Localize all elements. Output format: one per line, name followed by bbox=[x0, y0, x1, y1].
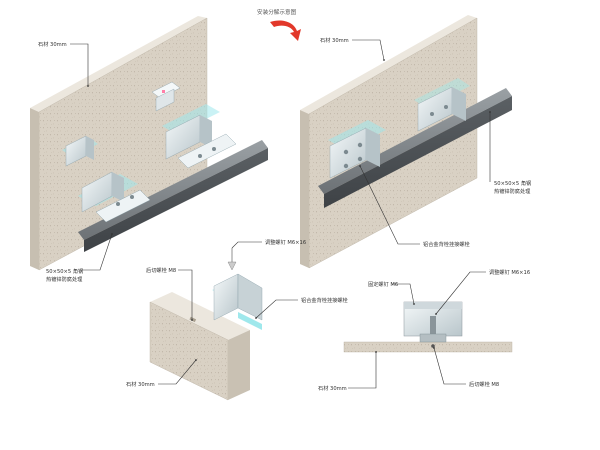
stone-block-bottom-left bbox=[149, 292, 250, 401]
stone-panel-top-left bbox=[30, 16, 208, 271]
clip-right-on-steel bbox=[162, 104, 237, 169]
leader-dots bbox=[87, 59, 491, 361]
section-view-right bbox=[343, 301, 513, 353]
exploded-clip bbox=[212, 273, 263, 330]
label-back-anchor-mid: 后切螺栓 M8 bbox=[146, 266, 176, 274]
label-angle-right-2: 热镀锌防腐处理 bbox=[494, 187, 531, 195]
label-adjust-mid: 调整螺钉 M6×16 bbox=[265, 238, 306, 246]
label-stone-top-right: 石材 30mm bbox=[320, 36, 349, 44]
red-arrow-icon bbox=[270, 20, 301, 41]
clip-left-upper bbox=[62, 135, 98, 167]
labels: 石材 30mm 50×50×5 角钢 热镀锌防腐处理 石材 30mm 50×50… bbox=[38, 36, 531, 392]
angle-steel-left bbox=[78, 140, 268, 252]
clip-mid-panel bbox=[151, 81, 181, 112]
leader-lines bbox=[70, 39, 491, 389]
label-alu-top: 铝合金背栓挂接螺栓 bbox=[423, 240, 471, 248]
clip-right-panel-right bbox=[414, 78, 470, 132]
clip-right-panel-left bbox=[328, 120, 386, 179]
label-stone-bottom-right: 石材 30mm bbox=[318, 384, 347, 392]
label-angle-left: 50×50×5 角钢 bbox=[46, 267, 83, 275]
label-adjust-right: 调整螺钉 M6×16 bbox=[489, 268, 530, 276]
diagram-title: 安装分解示意图 bbox=[257, 8, 297, 16]
label-stone-bottom-left: 石材 30mm bbox=[126, 380, 155, 388]
title-group: 安装分解示意图 bbox=[257, 8, 301, 41]
label-angle-right: 50×50×5 角钢 bbox=[494, 179, 531, 187]
stone-panel-top-right bbox=[300, 15, 478, 269]
clip-left-lower bbox=[78, 171, 151, 223]
label-alu-mid: 铝合金背栓挂接螺栓 bbox=[301, 296, 349, 304]
label-angle-left-2: 热镀锌防腐处理 bbox=[46, 275, 83, 283]
label-back-anchor-right: 后切螺栓 M8 bbox=[469, 380, 499, 388]
label-fixing-screw: 固定螺钉 M6 bbox=[368, 280, 398, 288]
label-stone-top-left: 石材 30mm bbox=[38, 40, 67, 48]
adjust-screw-icon bbox=[227, 248, 237, 271]
